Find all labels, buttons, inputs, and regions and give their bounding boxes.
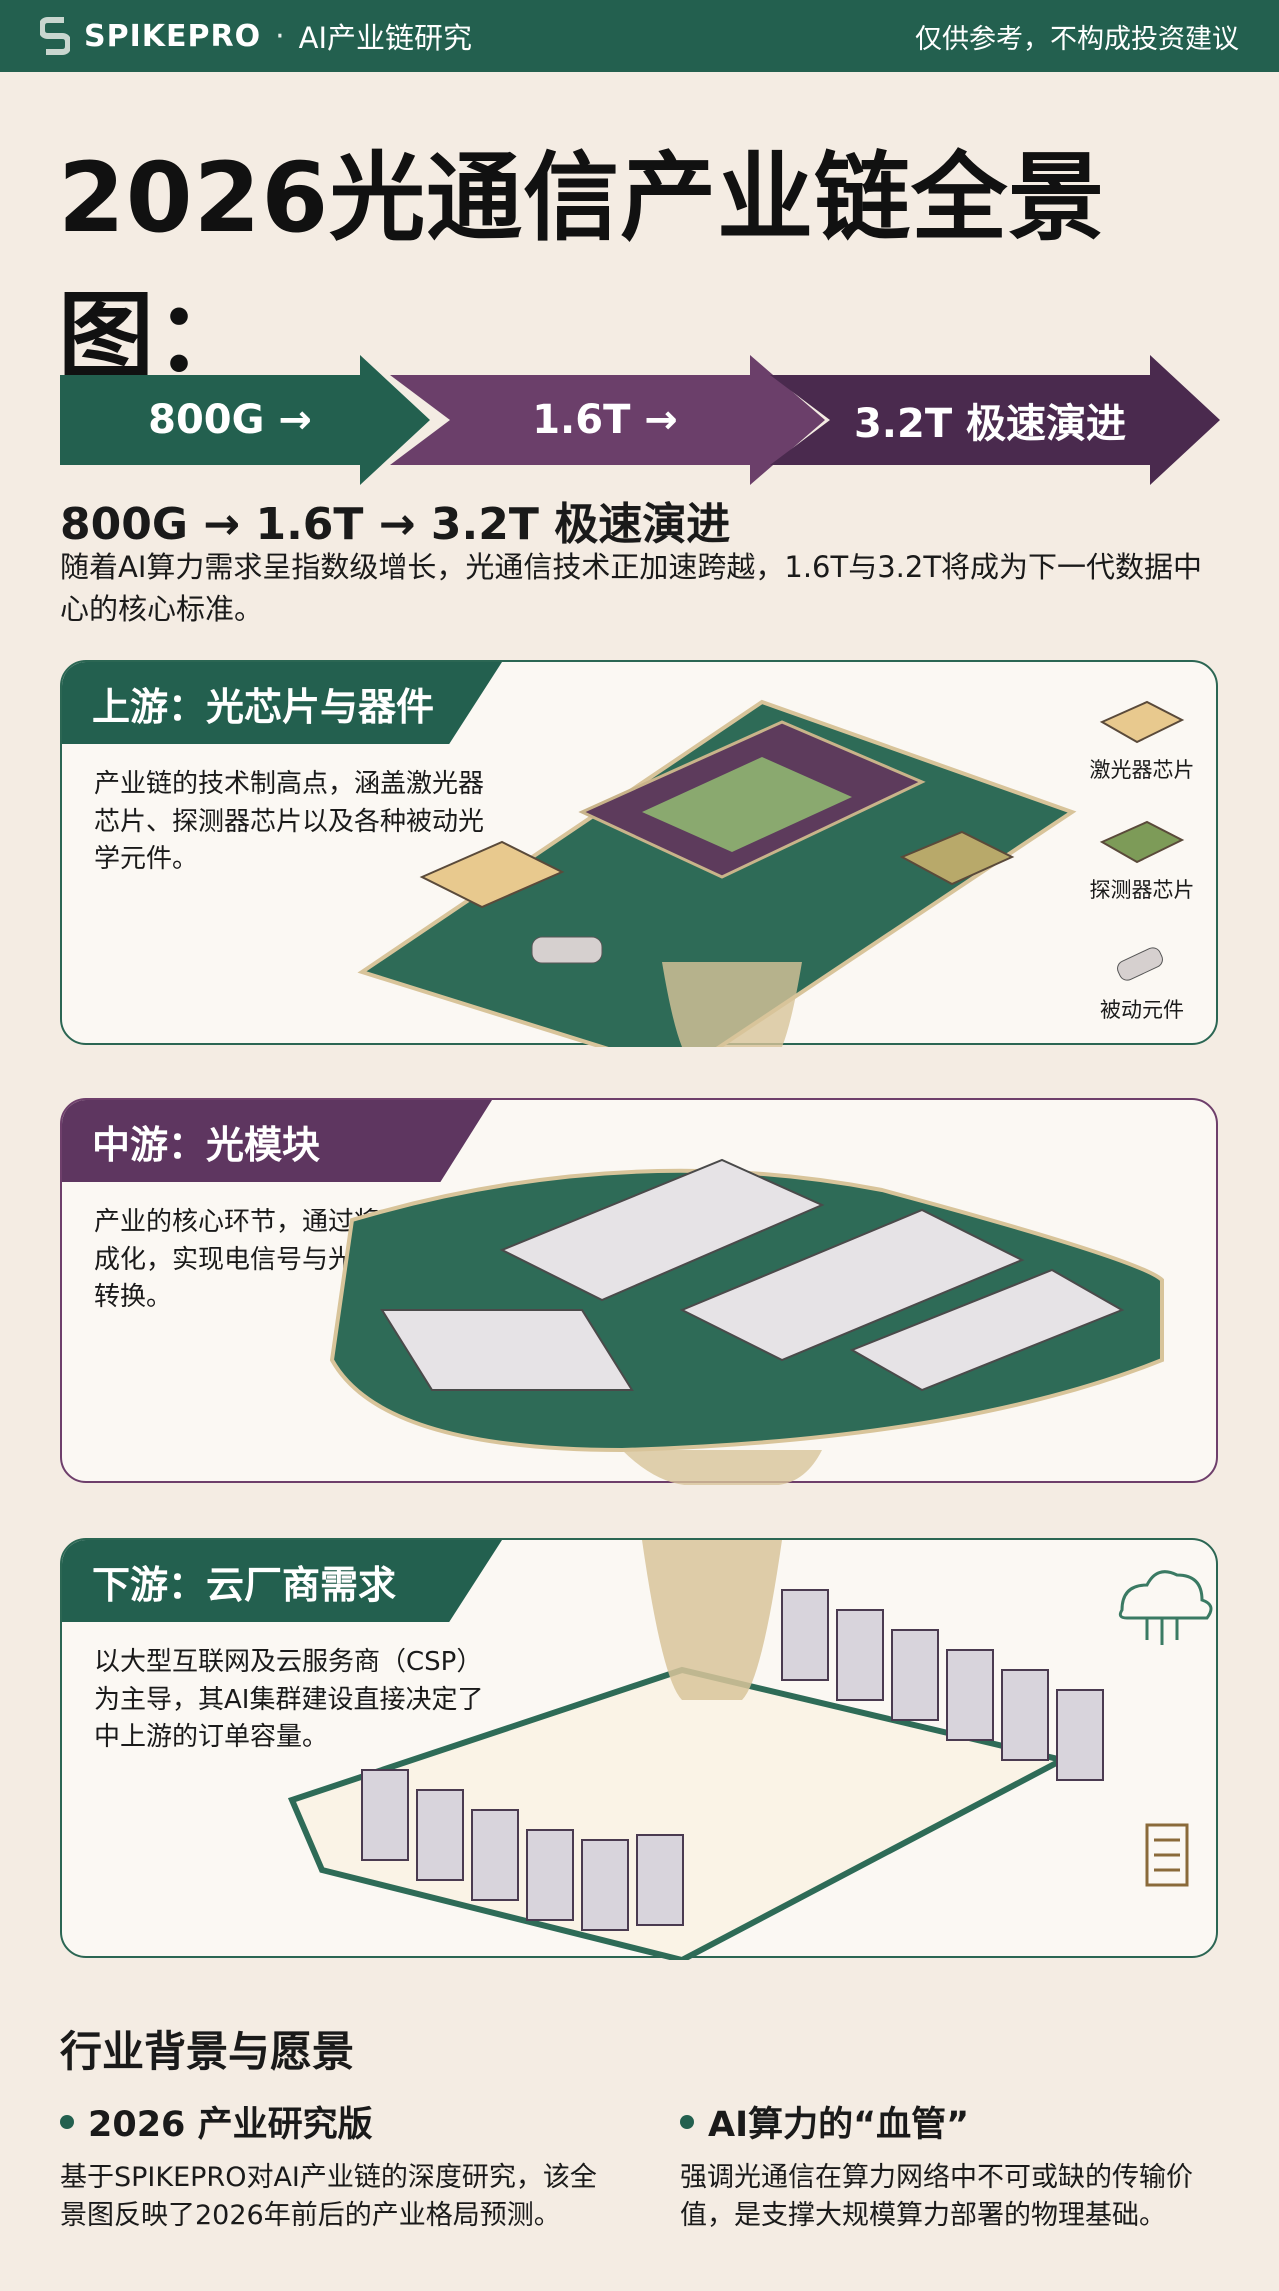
- module-2: [679, 1208, 1025, 1362]
- upstream-card: 上游：光芯片与器件 产业链的技术制高点，涵盖激光器芯片、探测器芯片以及各种被动光…: [60, 660, 1218, 1047]
- module-1: [499, 1158, 825, 1302]
- top-bar: SPIKEPRO · AI产业链研究 仅供参考，不构成投资建议: [0, 0, 1279, 72]
- server-rack: [526, 1829, 574, 1921]
- server-rack: [836, 1609, 884, 1701]
- laser-chip-icon: [1099, 700, 1185, 744]
- label-passive-component: 被动元件: [1100, 998, 1184, 1022]
- server-rack: [1001, 1669, 1049, 1761]
- fiber-trunk: [662, 962, 802, 1047]
- arrow-label-1-6t: 1.6T →: [532, 397, 678, 443]
- downstream-card: 下游：云厂商需求 以大型互联网及云服务商（CSP）为主导，其AI集群建设直接决定…: [60, 1538, 1218, 1960]
- laser-chip: [419, 840, 565, 909]
- server-rack: [891, 1629, 939, 1721]
- bullet-text: 基于SPIKEPRO对AI产业链的深度研究，该全景图反映了2026年前后的产业格…: [60, 2162, 597, 2231]
- background-item-vessels: AI算力的“血管” 强调光通信在算力网络中不可或缺的传输价值，是支撑大规模算力部…: [680, 2096, 1220, 2235]
- server-rack: [471, 1809, 519, 1901]
- downstream-illustration: [287, 1540, 1213, 1960]
- arrow-label-800g: 800G →: [148, 397, 312, 443]
- server-racks-left: [361, 1769, 684, 1931]
- detector-chip: [899, 830, 1015, 886]
- speed-description: 随着AI算力需求呈指数级增长，光通信技术正加速跨越，1.6T与3.2T将成为下一…: [60, 550, 1203, 627]
- brand-separator: ·: [275, 18, 285, 54]
- upstream-title: 上游：光芯片与器件: [62, 662, 502, 744]
- module-4: [849, 1268, 1125, 1392]
- arrow-3-2t: [770, 355, 1220, 485]
- speed-heading: 800G → 1.6T → 3.2T 极速演进: [60, 499, 731, 550]
- fiber-trunk: [642, 1540, 782, 1700]
- server-rack: [946, 1649, 994, 1741]
- label-detector-chip: 探测器芯片: [1089, 878, 1195, 902]
- brand-subtitle: AI产业链研究: [298, 21, 473, 55]
- disclaimer: 仅供参考，不构成投资建议: [915, 23, 1239, 55]
- server-rack: [416, 1789, 464, 1881]
- server-icon: [1145, 1823, 1189, 1887]
- server-rack: [1056, 1689, 1104, 1781]
- cloud-icon: [1118, 1570, 1213, 1645]
- brand: SPIKEPRO · AI产业链研究: [40, 15, 472, 57]
- label-laser-chip: 激光器芯片: [1089, 758, 1195, 782]
- detector-chip-icon: [1099, 820, 1185, 864]
- downstream-title: 下游：云厂商需求: [62, 1540, 502, 1622]
- fiber-trunk: [622, 1450, 822, 1485]
- upstream-description: 产业链的技术制高点，涵盖激光器芯片、探测器芯片以及各种被动光学元件。: [94, 769, 485, 875]
- bullet-heading-text: 2026 产业研究版: [88, 2105, 373, 2145]
- server-rack: [581, 1839, 629, 1931]
- brand-name: SPIKEPRO: [84, 18, 262, 54]
- arrow-800g: [60, 355, 430, 485]
- midstream-card: 中游：光模块 产业的核心环节，通过将光芯片集成化，实现电信号与光信号的高速转换。: [60, 1098, 1218, 1485]
- server-rack: [636, 1834, 684, 1926]
- background-title: 行业背景与愿景: [60, 2027, 355, 2076]
- midstream-illustration: [329, 1158, 1164, 1485]
- bullet-heading: AI算力的“血管”: [680, 2096, 1220, 2147]
- bullet-text: 强调光通信在算力网络中不可或缺的传输价值，是支撑大规模算力部署的物理基础。: [680, 2162, 1193, 2231]
- midstream-title: 中游：光模块: [62, 1100, 492, 1182]
- background-item-research: 2026 产业研究版 基于SPIKEPRO对AI产业链的深度研究，该全景图反映了…: [60, 2096, 600, 2235]
- upstream-illustration: [357, 699, 1185, 1047]
- speed-arrows: [60, 355, 1220, 485]
- passive-component-icon: [1117, 947, 1163, 981]
- bullet-heading-text: AI算力的“血管”: [708, 2105, 970, 2145]
- bullet-dot-icon: [680, 2114, 694, 2129]
- page-title: 2026光通信产业链全景图：: [58, 142, 1106, 393]
- server-rack: [361, 1769, 409, 1861]
- bullet-dot-icon: [60, 2114, 74, 2129]
- downstream-description: 以大型互联网及云服务商（CSP）为主导，其AI集群建设直接决定了中上游的订单容量…: [94, 1647, 484, 1753]
- bullet-heading: 2026 产业研究版: [60, 2096, 600, 2147]
- module-3: [380, 1309, 634, 1391]
- passive-component: [531, 936, 603, 964]
- arrow-1-6t: [390, 355, 825, 485]
- arrow-label-3-2t: 3.2T 极速演进: [853, 401, 1127, 447]
- server-racks-right: [781, 1589, 1104, 1781]
- server-rack: [781, 1589, 829, 1681]
- spikepro-logo-icon: [40, 17, 70, 55]
- processor-core: [642, 757, 852, 852]
